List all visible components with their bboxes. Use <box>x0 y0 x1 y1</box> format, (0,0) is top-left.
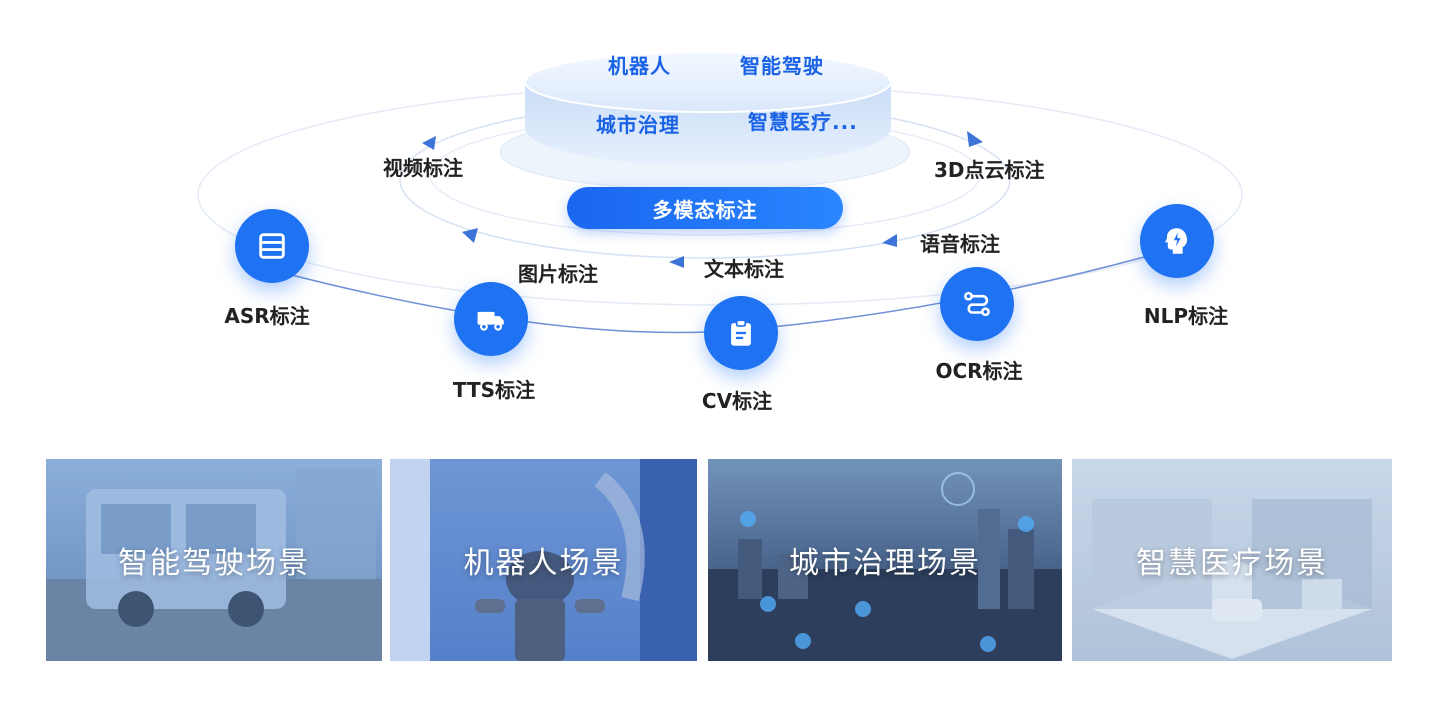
inner-ring-label: 语音标注 <box>920 232 1000 256</box>
scene-title: 智慧医疗场景 <box>1136 546 1328 581</box>
clipboard-icon <box>731 319 751 346</box>
tts-node <box>454 282 528 356</box>
robot-scene-image <box>390 459 697 661</box>
node-label: OCR标注 <box>935 359 1023 383</box>
list-icon <box>259 233 285 259</box>
node-label: CV标注 <box>701 389 773 413</box>
arrow-head <box>462 228 478 243</box>
arrow-head <box>882 234 897 247</box>
arrow-head <box>669 256 684 268</box>
ring-lines <box>197 51 1243 334</box>
node-label: TTS标注 <box>452 378 536 402</box>
route-icon <box>964 291 990 317</box>
node-label: ASR标注 <box>224 304 310 328</box>
nlp-node <box>1140 204 1214 278</box>
inner-ring-label: 视频标注 <box>383 156 463 180</box>
arrow-head <box>967 131 983 147</box>
center-label: 多模态标注 <box>567 187 843 229</box>
scene-card-city[interactable]: 城市治理场景 <box>708 459 1062 661</box>
brain-bolt-icon <box>1164 228 1188 254</box>
scene-title: 城市治理场景 <box>789 546 981 581</box>
topic-label: 机器人 <box>608 54 671 78</box>
topic-label: 城市治理 <box>596 113 680 137</box>
cv-node <box>704 296 778 370</box>
topic-label: 智能驾驶 <box>740 54 824 78</box>
inner-ring-label: 图片标注 <box>518 262 598 286</box>
scene-card-driving[interactable]: 智能驾驶场景 <box>46 459 382 661</box>
driving-scene-image <box>46 459 382 661</box>
node-label: NLP标注 <box>1143 304 1229 328</box>
truck-icon <box>477 311 504 331</box>
scene-card-medical[interactable]: 智慧医疗场景 <box>1072 459 1392 661</box>
arrow-head <box>422 136 436 150</box>
ocr-node <box>940 267 1014 341</box>
topic-label: 智慧医疗... <box>748 110 858 134</box>
city-scene-image <box>708 459 1062 661</box>
inner-ring-label: 文本标注 <box>704 257 784 281</box>
inner-ring-label: 3D点云标注 <box>934 158 1045 182</box>
medical-scene-image <box>1072 459 1392 661</box>
scene-card-robot[interactable]: 机器人场景 <box>390 459 697 661</box>
asr-node <box>235 209 309 283</box>
platform-top <box>524 51 892 113</box>
scene-title: 机器人场景 <box>463 546 624 581</box>
scene-title: 智能驾驶场景 <box>118 546 310 581</box>
